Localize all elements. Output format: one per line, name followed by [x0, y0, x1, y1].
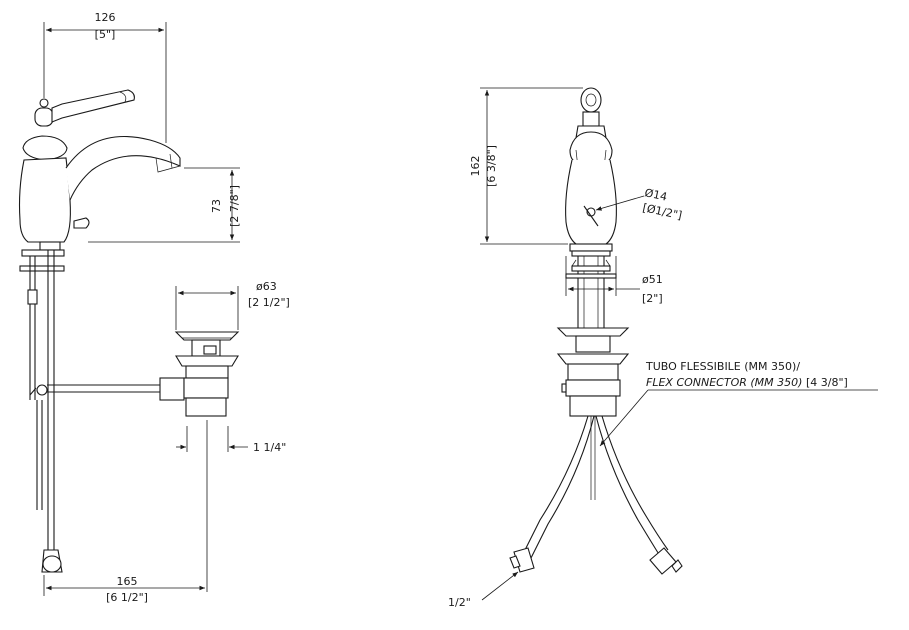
dim-14-inch: [Ø1/2"] [641, 201, 683, 222]
dim-73-mm: 73 [210, 199, 223, 213]
dim-51: ø51 [2"] [565, 256, 663, 305]
dim-126-mm: 126 [95, 11, 116, 24]
faucet-body [18, 135, 181, 251]
dim-1-1-4: 1 1/4" [176, 426, 286, 454]
flex-hoses [509, 415, 683, 575]
dim-1-1-4-label: 1 1/4" [253, 441, 286, 454]
front-handle [575, 87, 607, 139]
front-body [565, 131, 617, 257]
drain-assembly [159, 331, 240, 417]
dim-165-inch: [6 1/2"] [106, 591, 148, 604]
flex-note-line1: TUBO FLESSIBILE (MM 350)/ [645, 360, 800, 373]
dim-73: 73 [2 7/8"] [88, 167, 241, 243]
dim-63-mm: ø63 [256, 280, 277, 293]
dim-126-inch: [5"] [95, 28, 116, 41]
front-drain [556, 327, 630, 417]
flex-note-line2-italic: FLEX CONNECTOR (MM 350) [646, 376, 802, 389]
faucet-shank [19, 249, 168, 573]
front-shank [565, 256, 617, 330]
dim-165: 165 [6 1/2"] [43, 420, 208, 604]
dim-126: 126 [5"] [43, 11, 167, 143]
faucet-handle [34, 89, 135, 127]
dim-1-2-label: 1/2" [448, 596, 471, 609]
dim-63: ø63 [2 1/2"] [175, 280, 290, 330]
dim-162-inch: [6 3/8"] [485, 145, 498, 187]
flex-note-line2-suffix: [4 3/8"] [802, 376, 847, 389]
flex-note: TUBO FLESSIBILE (MM 350)/ FLEX CONNECTOR… [599, 360, 878, 447]
dim-162-mm: 162 [469, 156, 482, 177]
dim-14-mm: Ø14 [643, 186, 668, 203]
dim-51-inch: [2"] [642, 292, 663, 305]
front-view: 162 [6 3/8"] Ø14 [Ø1/2"] ø51 [2"] TUBO F… [448, 87, 878, 609]
dim-1-2: 1/2" [448, 571, 519, 609]
dim-165-mm: 165 [117, 575, 138, 588]
side-view: 126 [5"] 73 [2 7/8"] ø63 [2 1/2"] 1 1/4" [18, 11, 290, 604]
dim-51-mm: ø51 [642, 273, 663, 286]
flex-note-line2: FLEX CONNECTOR (MM 350) [4 3/8"] [646, 376, 848, 389]
dim-73-inch: [2 7/8"] [228, 185, 241, 227]
dim-63-inch: [2 1/2"] [248, 296, 290, 309]
dim-162: 162 [6 3/8"] [469, 87, 583, 245]
